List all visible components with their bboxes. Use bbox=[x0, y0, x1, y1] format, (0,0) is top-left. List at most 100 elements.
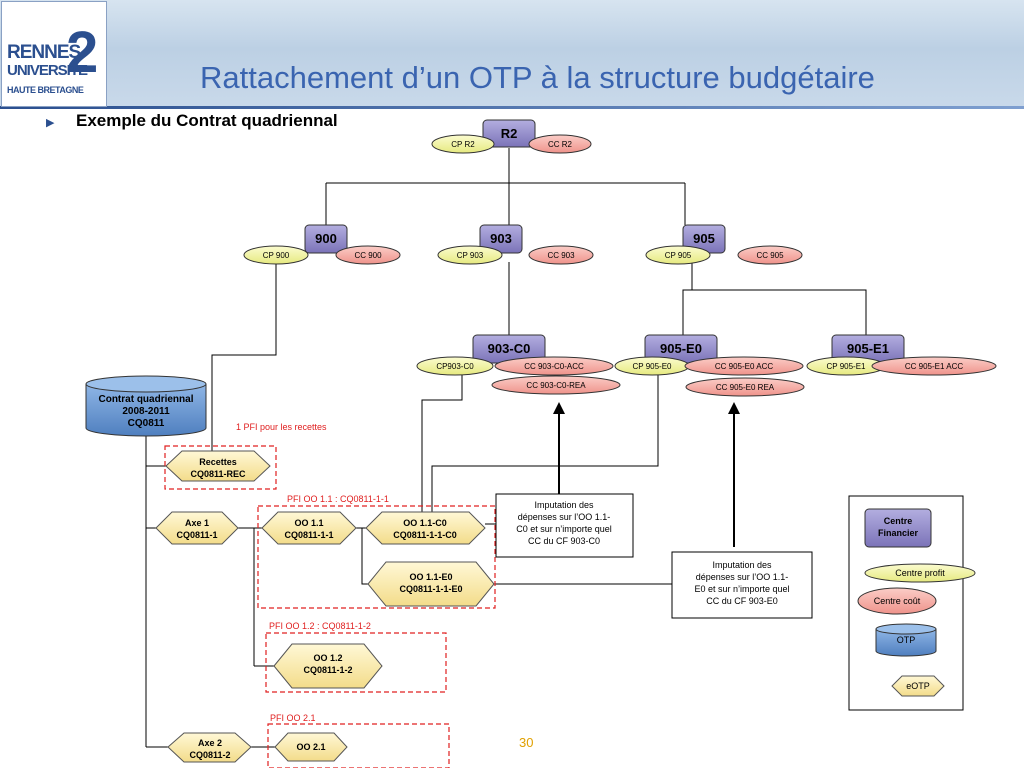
bullet-arrow-icon: ▶ bbox=[46, 116, 55, 129]
cf-r2-label: R2 bbox=[501, 126, 518, 141]
svg-text:Imputation des: Imputation des bbox=[534, 500, 594, 510]
cp-r2: CP R2 bbox=[431, 134, 495, 154]
cp-903-c0: CP903-C0 bbox=[416, 356, 494, 376]
otp-contrat-quadriennal: Contrat quadriennal 2008-2011 CQ0811 bbox=[85, 375, 207, 437]
svg-text:CC du CF 903-E0: CC du CF 903-E0 bbox=[706, 596, 778, 606]
svg-text:OO 1.2: OO 1.2 bbox=[313, 653, 342, 663]
pfi-box-oo12 bbox=[265, 632, 447, 693]
svg-text:CC 905-E1 ACC: CC 905-E1 ACC bbox=[905, 362, 963, 371]
cc-905: CC 905 bbox=[737, 245, 803, 265]
cc-r2: CC R2 bbox=[528, 134, 592, 154]
svg-text:OO 1.1: OO 1.1 bbox=[294, 518, 323, 528]
svg-text:CC 905-E0 REA: CC 905-E0 REA bbox=[716, 383, 775, 392]
eotp-oo-2-1: OO 2.1 bbox=[274, 732, 348, 762]
svg-text:CP R2: CP R2 bbox=[451, 140, 475, 149]
svg-text:Centre: Centre bbox=[884, 516, 913, 526]
svg-text:CQ0811-2: CQ0811-2 bbox=[189, 750, 230, 760]
svg-text:OO 1.1-E0: OO 1.1-E0 bbox=[409, 572, 452, 582]
svg-text:CC 903-C0-REA: CC 903-C0-REA bbox=[526, 381, 586, 390]
header-rule bbox=[0, 106, 1024, 109]
svg-text:CQ0811-1: CQ0811-1 bbox=[176, 530, 217, 540]
pfi-boxes bbox=[164, 445, 496, 768]
svg-text:CP 905-E1: CP 905-E1 bbox=[827, 362, 867, 371]
svg-text:OO 1.1-C0: OO 1.1-C0 bbox=[403, 518, 447, 528]
svg-text:Imputation des: Imputation des bbox=[712, 560, 772, 570]
svg-text:dépenses sur l’OO 1.1-: dépenses sur l’OO 1.1- bbox=[518, 512, 611, 522]
eotp-oo-1-1-c0: OO 1.1-C0 CQ0811-1-1-C0 bbox=[365, 511, 486, 545]
svg-text:CP 903: CP 903 bbox=[457, 251, 484, 260]
cf-900-label: 900 bbox=[315, 231, 337, 246]
cp-905-e0: CP 905-E0 bbox=[614, 356, 690, 376]
cf-r2: R2 bbox=[482, 119, 536, 148]
eotp-oo-1-2: OO 1.2 CQ0811-1-2 bbox=[273, 643, 383, 689]
cf-903-c0-label: 903-C0 bbox=[488, 341, 531, 356]
eotp-oo-1-1: OO 1.1 CQ0811-1-1 bbox=[261, 511, 357, 545]
svg-text:2008-2011: 2008-2011 bbox=[122, 406, 170, 417]
legend-eotp: eOTP bbox=[891, 675, 945, 697]
eotp-recettes: Recettes CQ0811-REC bbox=[165, 450, 271, 482]
pfi-label-oo12: PFI OO 1.2 : CQ0811-1-2 bbox=[269, 621, 371, 631]
eotp-oo-1-1-e0: OO 1.1-E0 CQ0811-1-1-E0 bbox=[367, 561, 495, 607]
svg-text:Contrat quadriennal: Contrat quadriennal bbox=[98, 394, 193, 405]
university-logo: 2 RENNES UNIVERSITE HAUTE BRETAGNE bbox=[1, 1, 107, 107]
svg-text:CQ0811-1-2: CQ0811-1-2 bbox=[303, 665, 352, 675]
svg-text:eOTP: eOTP bbox=[906, 681, 930, 691]
legend-centre-profit: Centre profit bbox=[864, 563, 976, 583]
cp-905-e1: CP 905-E1 bbox=[806, 356, 886, 376]
pfi-label-oo11: PFI OO 1.1 : CQ0811-1-1 bbox=[287, 494, 389, 504]
cc-903-c0-acc: CC 903-C0-ACC bbox=[494, 356, 614, 376]
cf-903-label: 903 bbox=[490, 231, 512, 246]
tree-connectors bbox=[145, 148, 867, 748]
page-number: 30 bbox=[519, 735, 534, 750]
svg-text:CC 905-E0 ACC: CC 905-E0 ACC bbox=[715, 362, 773, 371]
note-imputation-e0: Imputation des dépenses sur l’OO 1.1- E0… bbox=[671, 551, 813, 619]
svg-text:CQ0811-REC: CQ0811-REC bbox=[190, 469, 246, 479]
cc-900: CC 900 bbox=[335, 245, 401, 265]
logo-number: 2 bbox=[66, 20, 99, 85]
eotp-axe-2: Axe 2 CQ0811-2 bbox=[167, 732, 252, 763]
svg-text:CP 905: CP 905 bbox=[665, 251, 692, 260]
pfi-box-oo21 bbox=[267, 723, 450, 768]
svg-text:CQ0811-1-1-E0: CQ0811-1-1-E0 bbox=[399, 584, 462, 594]
svg-text:CC 903-C0-ACC: CC 903-C0-ACC bbox=[524, 362, 584, 371]
arrow-to-cc-903-c0-rea bbox=[553, 402, 565, 494]
svg-text:CP903-C0: CP903-C0 bbox=[436, 362, 474, 371]
cp-905: CP 905 bbox=[645, 245, 711, 265]
svg-text:Axe 2: Axe 2 bbox=[198, 738, 222, 748]
eotp-axe-1: Axe 1 CQ0811-1 bbox=[155, 511, 239, 545]
cf-905: 905 bbox=[682, 224, 726, 254]
cc-905-e1-acc: CC 905-E1 ACC bbox=[871, 356, 997, 376]
slide-subtitle: Exemple du Contrat quadriennal bbox=[76, 111, 338, 130]
svg-text:OTP: OTP bbox=[897, 635, 916, 645]
svg-text:CP 900: CP 900 bbox=[263, 251, 290, 260]
cc-903-c0-rea: CC 903-C0-REA bbox=[491, 375, 621, 395]
cp-903: CP 903 bbox=[437, 245, 503, 265]
logo-line-3: HAUTE BRETAGNE bbox=[7, 85, 84, 95]
cp-900: CP 900 bbox=[243, 245, 309, 265]
svg-text:Axe 1: Axe 1 bbox=[185, 518, 209, 528]
legend-otp: OTP bbox=[875, 623, 937, 657]
svg-text:CC 903: CC 903 bbox=[547, 251, 575, 260]
cf-903-c0: 903-C0 bbox=[472, 334, 546, 364]
svg-text:CP 905-E0: CP 905-E0 bbox=[633, 362, 673, 371]
cc-903: CC 903 bbox=[528, 245, 594, 265]
svg-text:OO 2.1: OO 2.1 bbox=[296, 742, 325, 752]
cf-905-e1: 905-E1 bbox=[831, 334, 905, 364]
svg-text:Centre coût: Centre coût bbox=[874, 596, 921, 606]
svg-text:CQ0811-1-1: CQ0811-1-1 bbox=[284, 530, 333, 540]
cf-905-label: 905 bbox=[693, 231, 715, 246]
pfi-label-oo21: PFI OO 2.1 bbox=[270, 713, 316, 723]
cc-905-e0-rea: CC 905-E0 REA bbox=[685, 377, 805, 397]
cf-905-e1-label: 905-E1 bbox=[847, 341, 889, 356]
cf-905-e0-label: 905-E0 bbox=[660, 341, 702, 356]
header-banner bbox=[0, 0, 1024, 108]
cc-905-e0-acc: CC 905-E0 ACC bbox=[684, 356, 804, 376]
svg-text:C0 et sur n’importe quel: C0 et sur n’importe quel bbox=[516, 524, 612, 534]
svg-text:CQ0811-1-1-C0: CQ0811-1-1-C0 bbox=[393, 530, 457, 540]
svg-text:E0 et sur n’importe quel: E0 et sur n’importe quel bbox=[694, 584, 789, 594]
pfi-label-recettes: 1 PFI pour les recettes bbox=[236, 422, 327, 432]
svg-text:CC R2: CC R2 bbox=[548, 140, 573, 149]
legend-centre-cout: Centre coût bbox=[857, 587, 937, 615]
cf-900: 900 bbox=[304, 224, 348, 254]
